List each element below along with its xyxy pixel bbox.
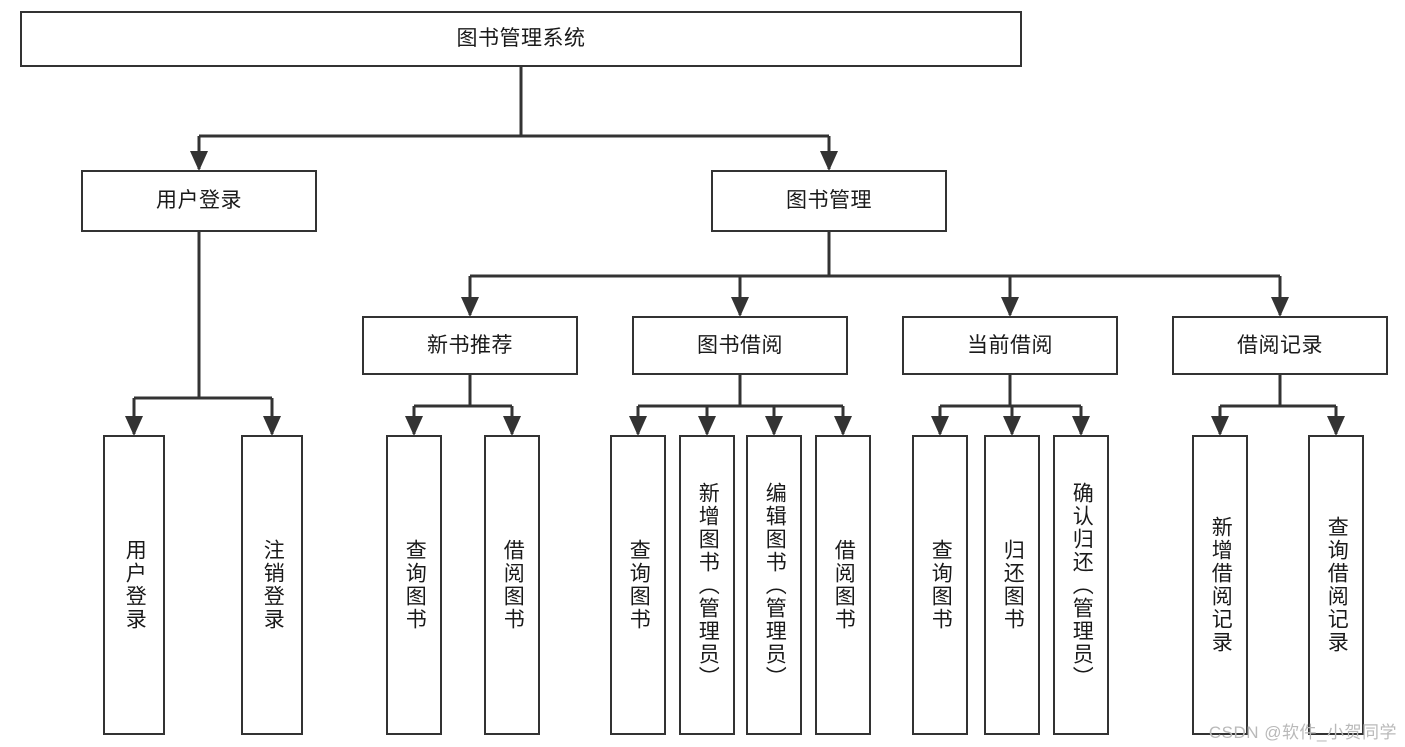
arrowhead-book-mgmt — [820, 151, 838, 171]
node-label-book-borrow: 图书借阅 — [697, 333, 783, 357]
node-label-root: 图书管理系统 — [456, 27, 586, 51]
node-label-logout-do: 注销登录 — [261, 539, 285, 631]
arrowhead-bb-borrow-book — [834, 416, 852, 436]
node-br-add-record[interactable]: 新增借阅记录 — [1192, 435, 1248, 735]
node-label-br-add-record: 新增借阅记录 — [1209, 516, 1233, 654]
node-label-cb-return-book: 归还图书 — [1001, 539, 1025, 631]
node-br-query-record[interactable]: 查询借阅记录 — [1308, 435, 1364, 735]
node-label-cb-query-book: 查询图书 — [929, 539, 953, 631]
node-bb-query-book[interactable]: 查询图书 — [610, 435, 666, 735]
node-book-mgmt[interactable]: 图书管理 — [711, 170, 947, 232]
node-label-book-mgmt: 图书管理 — [786, 189, 872, 213]
arrowhead-logout-do — [263, 416, 281, 436]
node-label-user-login: 用户登录 — [156, 189, 242, 213]
node-label-bb-add-book: 新增图书（管理员） — [696, 481, 720, 689]
arrowhead-bb-query-book — [629, 416, 647, 436]
node-label-cb-confirm: 确认归还（管理员） — [1070, 481, 1094, 689]
node-cb-confirm[interactable]: 确认归还（管理员） — [1053, 435, 1109, 735]
arrowhead-new-book-rec — [461, 297, 479, 317]
node-root[interactable]: 图书管理系统 — [20, 11, 1022, 67]
arrowhead-br-add-record — [1211, 416, 1229, 436]
node-label-borrow-record: 借阅记录 — [1237, 333, 1323, 357]
arrowhead-cb-return-book — [1003, 416, 1021, 436]
node-cb-return-book[interactable]: 归还图书 — [984, 435, 1040, 735]
watermark-text: CSDN @软件_小贺同学 — [1208, 723, 1397, 742]
node-borrow-record[interactable]: 借阅记录 — [1172, 316, 1388, 375]
node-current-borrow[interactable]: 当前借阅 — [902, 316, 1118, 375]
node-cb-query-book[interactable]: 查询图书 — [912, 435, 968, 735]
node-rec-borrow-book[interactable]: 借阅图书 — [484, 435, 540, 735]
node-rec-query-book[interactable]: 查询图书 — [386, 435, 442, 735]
node-label-br-query-record: 查询借阅记录 — [1325, 516, 1349, 654]
node-label-new-book-rec: 新书推荐 — [427, 333, 513, 357]
node-logout-do[interactable]: 注销登录 — [241, 435, 303, 735]
arrowhead-rec-borrow-book — [503, 416, 521, 436]
node-label-rec-query-book: 查询图书 — [403, 539, 427, 631]
node-label-bb-edit-book: 编辑图书（管理员） — [763, 481, 787, 689]
node-label-login-do: 用户登录 — [123, 539, 147, 631]
arrowhead-bb-edit-book — [765, 416, 783, 436]
arrowhead-cb-confirm — [1072, 416, 1090, 436]
node-bb-edit-book[interactable]: 编辑图书（管理员） — [746, 435, 802, 735]
node-label-current-borrow: 当前借阅 — [967, 333, 1053, 357]
arrowhead-cb-query-book — [931, 416, 949, 436]
node-new-book-rec[interactable]: 新书推荐 — [362, 316, 578, 375]
arrowhead-rec-query-book — [405, 416, 423, 436]
arrowhead-login-do — [125, 416, 143, 436]
arrowhead-borrow-record — [1271, 297, 1289, 317]
arrowhead-user-login — [190, 151, 208, 171]
node-label-bb-borrow-book: 借阅图书 — [832, 539, 856, 631]
node-label-rec-borrow-book: 借阅图书 — [501, 539, 525, 631]
node-bb-add-book[interactable]: 新增图书（管理员） — [679, 435, 735, 735]
arrowhead-book-borrow — [731, 297, 749, 317]
node-user-login[interactable]: 用户登录 — [81, 170, 317, 232]
arrowhead-br-query-record — [1327, 416, 1345, 436]
arrowhead-current-borrow — [1001, 297, 1019, 317]
node-book-borrow[interactable]: 图书借阅 — [632, 316, 848, 375]
arrowhead-bb-add-book — [698, 416, 716, 436]
node-bb-borrow-book[interactable]: 借阅图书 — [815, 435, 871, 735]
node-login-do[interactable]: 用户登录 — [103, 435, 165, 735]
node-label-bb-query-book: 查询图书 — [627, 539, 651, 631]
